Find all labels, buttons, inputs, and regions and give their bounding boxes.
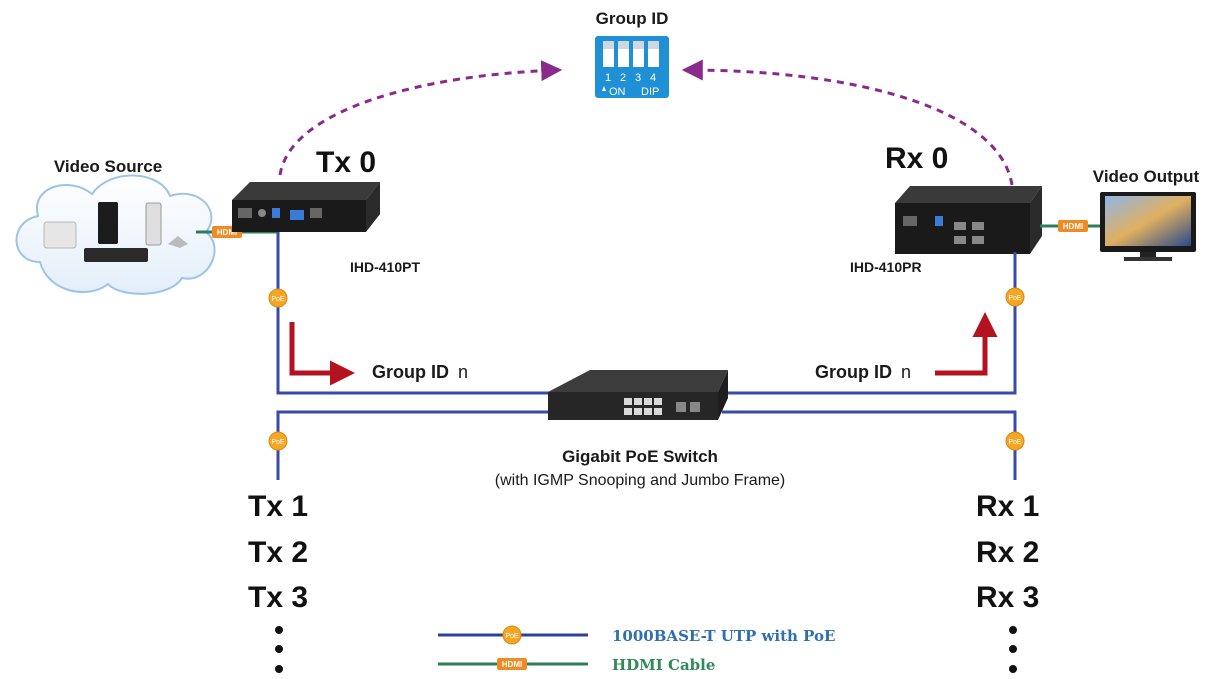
left-group-id-text: Group ID n [372,362,468,382]
rx0-device [895,186,1042,254]
utp-tx-group [276,410,552,480]
tx0-model: IHD-410PT [350,259,420,275]
rx0-label: Rx 0 [885,142,948,175]
tx-ellipsis [275,626,283,673]
legend-hdmi-tag: HDMI [502,660,522,669]
dip-num-4: 4 [650,72,656,84]
tx1-label: Tx 1 [248,490,308,523]
video-source-cloud [15,174,216,295]
video-output-label: Video Output [1093,167,1200,186]
utp-tx0-switch [276,232,552,395]
switch-title: Gigabit PoE Switch [562,447,718,466]
dip-num-1: 1 [605,72,611,84]
svg-text:PoE: PoE [271,296,285,303]
rx0-model: IHD-410PR [850,259,922,275]
xbox-icon [145,202,162,246]
svg-text:HDMI: HDMI [217,228,237,237]
dip-num-3: 3 [635,72,641,84]
video-source-label: Video Source [54,157,162,176]
tx0-label: Tx 0 [316,146,376,179]
poe-badge-rx0: PoE [1005,287,1025,307]
bluray-player-icon [84,248,148,262]
tx-group-id-link [278,60,563,176]
legend: PoE 1000BASE-T UTP with PoE HDMI HDMI Ca… [438,625,835,674]
apple-tv-icon [43,221,77,249]
dip-label: DIP [641,86,659,98]
rx-group-id-link [681,59,1014,186]
poe-badge-tx-group: PoE [268,431,288,451]
controller-icon [168,236,188,248]
tx0-device [232,182,380,232]
utp-rx-group [722,410,1017,480]
rx1-label: Rx 1 [976,490,1039,523]
console-icon [98,202,118,244]
tv-icon [1100,192,1196,261]
tx3-label: Tx 3 [248,581,308,614]
tx2-label: Tx 2 [248,536,308,569]
poe-switch-icon [548,370,728,420]
svg-text:HDMI: HDMI [1063,222,1083,231]
rx3-label: Rx 3 [976,581,1039,614]
rx2-label: Rx 2 [976,536,1039,569]
poe-badge-rx-group: PoE [1005,431,1025,451]
legend-hdmi-text: HDMI Cable [612,656,715,674]
rx-ellipsis [1009,626,1017,673]
svg-text:PoE: PoE [1008,295,1022,302]
switch-subtitle: (with IGMP Snooping and Jumbo Frame) [495,472,786,489]
poe-badge-tx0: PoE [268,288,288,308]
svg-text:PoE: PoE [1008,439,1022,446]
legend-utp-text: 1000BASE-T UTP with PoE [612,627,835,645]
red-arrow-rx [935,312,998,376]
hdmi-tag-right [1058,220,1088,232]
right-group-id-text: Group ID n [815,362,911,382]
group-id-title: Group ID [596,9,669,28]
svg-text:PoE: PoE [271,439,285,446]
dip-on-label: ON [609,86,626,98]
legend-utp-tag: PoE [505,633,519,640]
dip-num-2: 2 [620,72,626,84]
red-arrow-tx [289,322,355,386]
dip-switch-icon: 1 2 3 4 ON DIP [595,36,669,98]
